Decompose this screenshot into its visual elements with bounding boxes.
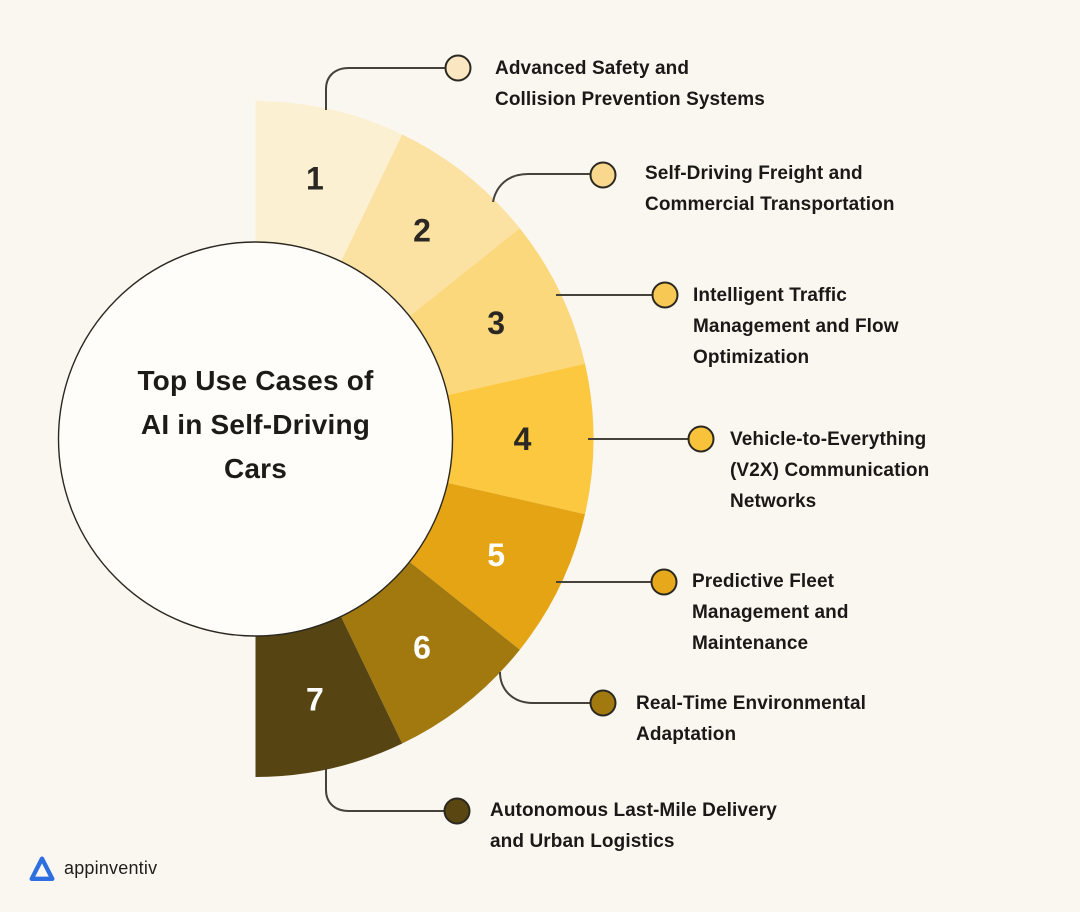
- segment-label-line: Self-Driving Freight and: [645, 163, 863, 184]
- segment-number-4: 4: [514, 421, 532, 457]
- segment-label-line: Management and Flow: [693, 316, 899, 337]
- connector-dot-5: [650, 568, 678, 596]
- connector-dot-6: [589, 689, 617, 717]
- segment-number-5: 5: [487, 537, 505, 573]
- connector-line-7: [325, 768, 444, 812]
- segment-label-line: Management and: [692, 602, 849, 623]
- segment-label-4: Vehicle-to-Everything (V2X) Communication…: [730, 424, 929, 517]
- brand-logo-text: appinventiv: [64, 858, 158, 878]
- connector-dot-1: [444, 54, 472, 82]
- segment-number-2: 2: [413, 212, 431, 248]
- segment-label-line: Maintenance: [692, 633, 809, 654]
- segment-label-line: Autonomous Last-Mile Delivery: [490, 800, 777, 821]
- segment-label-line: Commercial Transportation: [645, 194, 895, 215]
- segment-label-7: Autonomous Last-Mile Delivery and Urban L…: [490, 795, 777, 857]
- segment-label-line: Real-Time Environmental: [636, 693, 867, 714]
- segment-label-line: Networks: [730, 491, 817, 512]
- segment-label-line: Vehicle-to-Everything: [730, 429, 927, 450]
- segment-number-3: 3: [487, 305, 505, 341]
- segment-label-line: Predictive Fleet: [692, 571, 835, 592]
- segment-number-7: 7: [306, 681, 324, 717]
- segment-number-6: 6: [413, 630, 431, 666]
- title-line: AI in Self-Driving: [140, 409, 371, 440]
- segment-label-line: Collision Prevention Systems: [495, 89, 765, 110]
- brand-logo: appinventiv: [27, 852, 157, 885]
- segment-label-line: (V2X) Communication: [730, 460, 930, 481]
- connector-dot-3: [651, 281, 679, 309]
- segment-label-line: Adaptation: [636, 724, 737, 745]
- segment-number-1: 1: [306, 161, 324, 197]
- title-line: Top Use Cases of: [137, 365, 374, 396]
- connector-dot-4: [687, 425, 715, 453]
- segment-label-line: Optimization: [693, 347, 810, 368]
- center-circle: [57, 241, 454, 637]
- segment-label-line: Intelligent Traffic: [693, 285, 847, 306]
- title-line: Cars: [223, 453, 288, 484]
- chart-center-title: Top Use Cases of AI in Self-Driving Cars: [85, 359, 426, 491]
- connector-line-2: [492, 173, 591, 203]
- connector-dot-2: [589, 161, 617, 189]
- segment-label-line: and Urban Logistics: [490, 831, 675, 852]
- connector-line-6: [499, 671, 590, 704]
- appinventiv-logo-icon: [29, 856, 55, 881]
- connector-dot-7: [443, 797, 471, 825]
- connector-line-1: [325, 67, 445, 110]
- segment-label-line: Advanced Safety and: [495, 58, 690, 79]
